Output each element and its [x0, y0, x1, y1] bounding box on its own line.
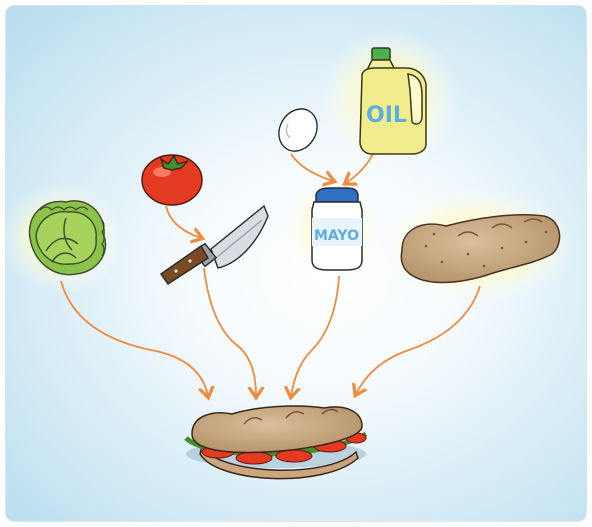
knife-icon: [161, 206, 268, 284]
mayo-label: MAYO: [314, 228, 359, 244]
tomato-icon: [142, 155, 202, 205]
sandwich-icon: [186, 406, 366, 479]
egg-icon: [271, 102, 324, 158]
arrow-mayo-to-sandwich: [291, 276, 339, 396]
sandwich-diagram: OIL MAYO: [6, 6, 586, 521]
arrow-lettuce-to-sandwich: [61, 281, 208, 396]
arrow-knife-to-sandwich: [204, 268, 256, 396]
mayo-jar-icon: MAYO: [312, 188, 362, 270]
oil-label: OIL: [366, 103, 407, 128]
arrow-tomato-to-knife: [166, 206, 201, 238]
diagram-frame: OIL MAYO: [6, 6, 586, 521]
